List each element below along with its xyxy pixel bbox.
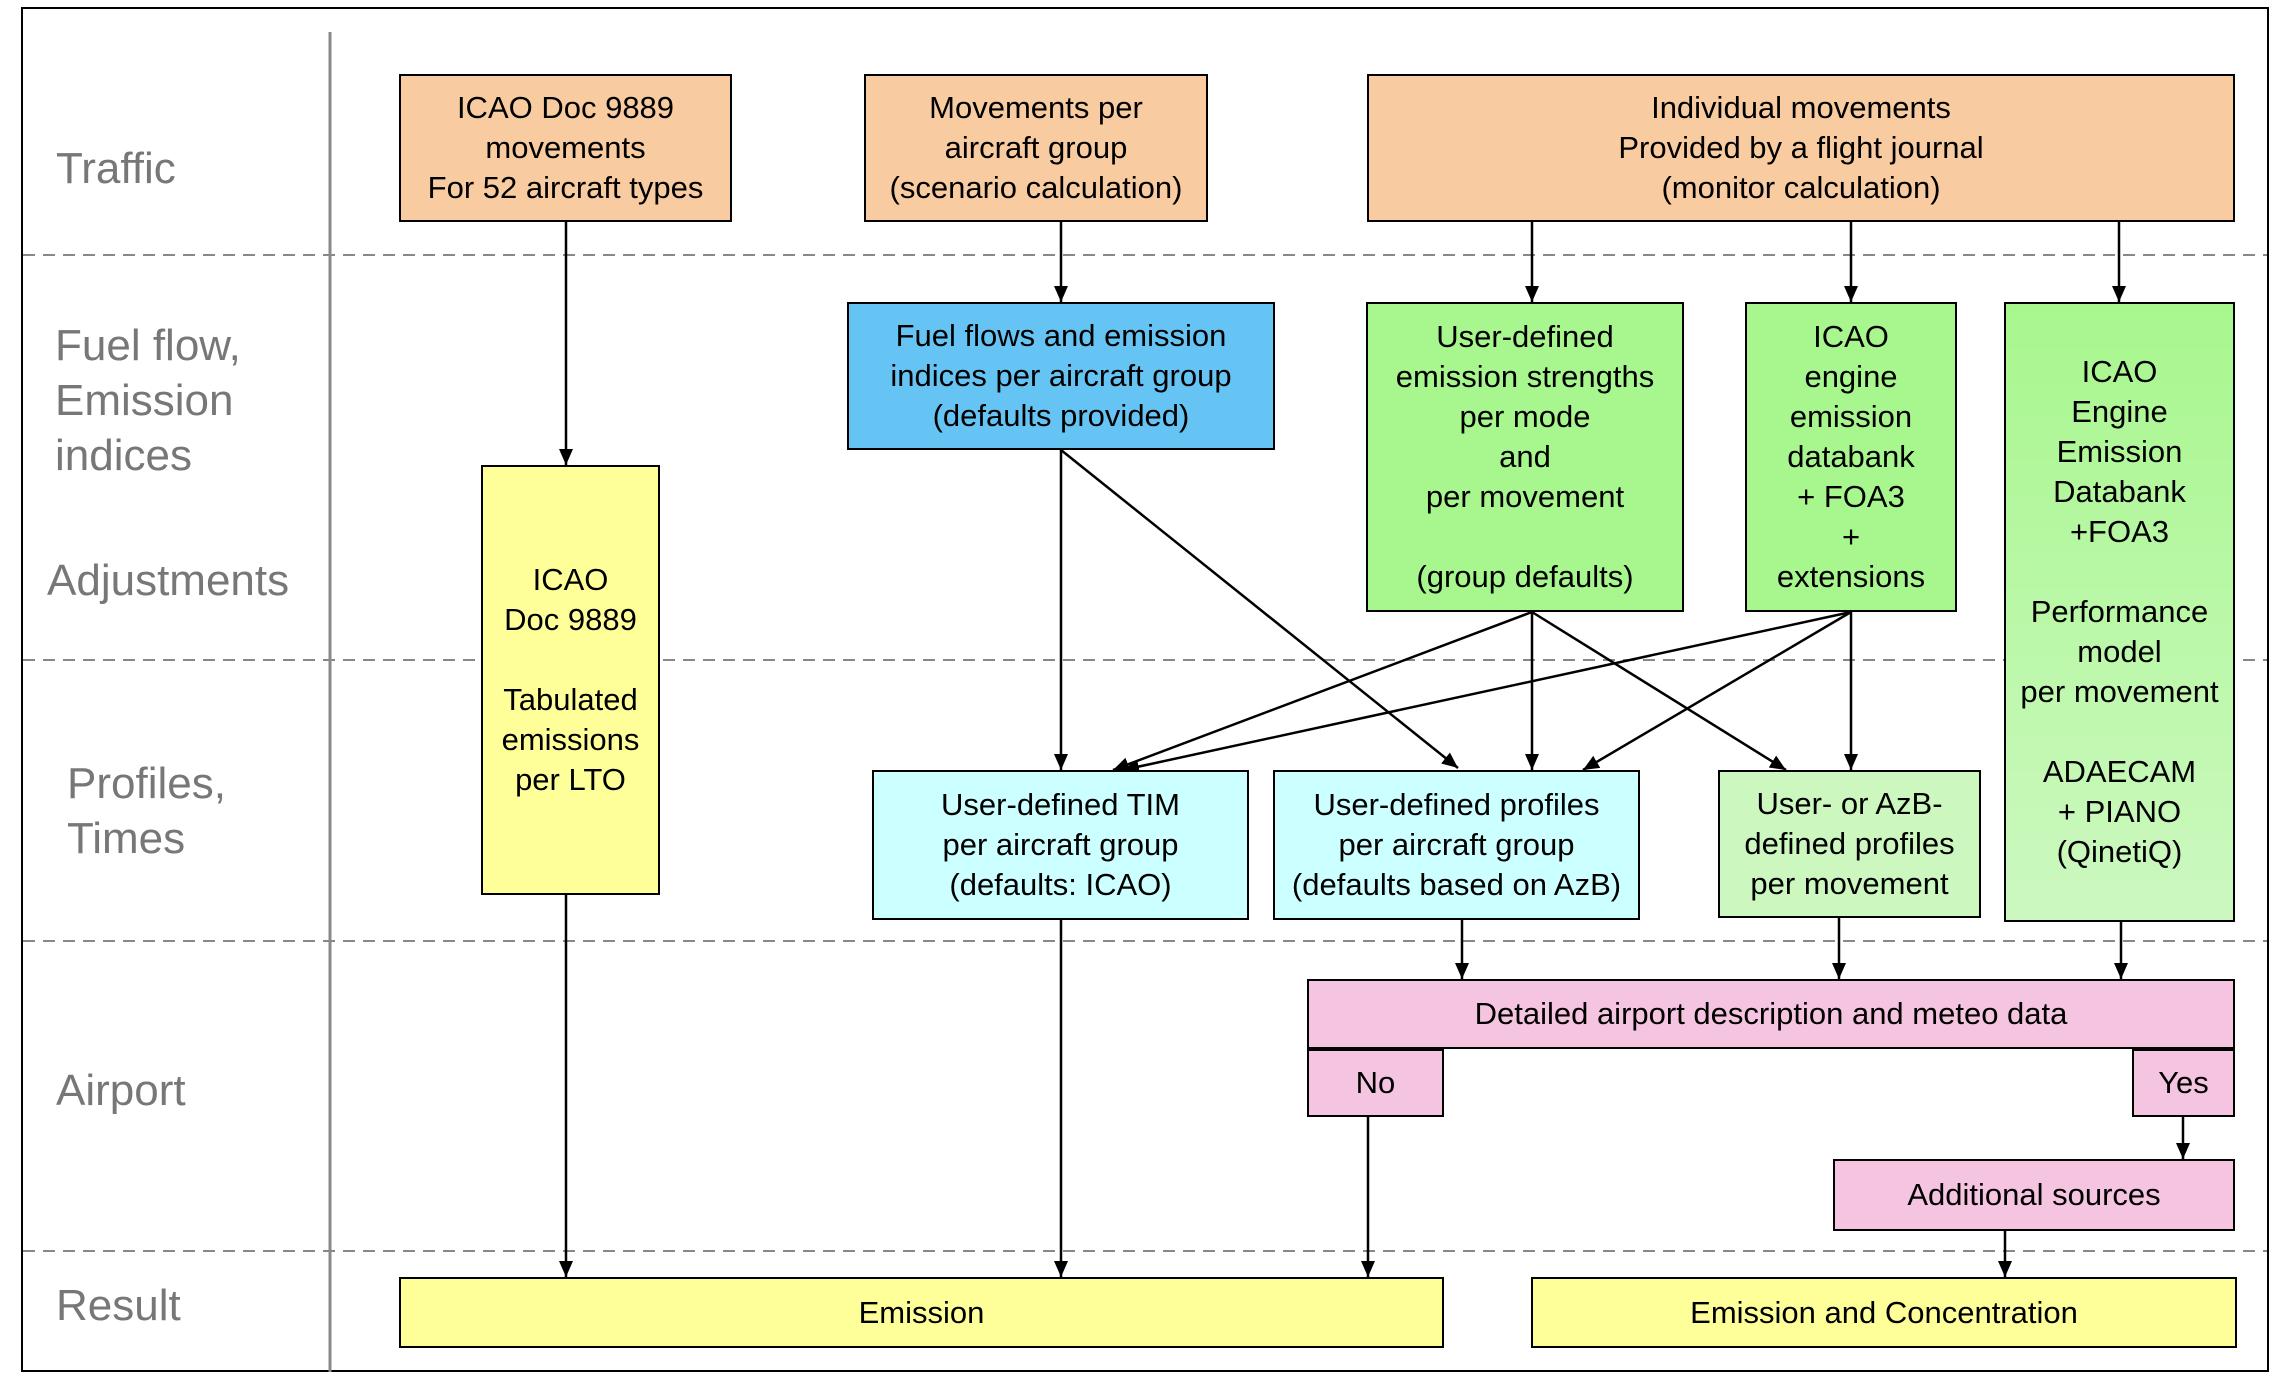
arrow — [1582, 610, 1852, 772]
icao-tabulated-emissions-box: ICAO Doc 9889 Tabulated emissions per LT… — [481, 465, 660, 895]
lane-label-result: Result — [56, 1281, 181, 1330]
icao-engine-databank-extensions-box: ICAO engine emission databank + FOA3 + e… — [1745, 302, 1957, 612]
emission-result-box: Emission — [399, 1277, 1444, 1348]
emission-concentration-result-box: Emission and Concentration — [1531, 1277, 2237, 1348]
user-defined-tim-box: User-defined TIM per aircraft group (def… — [872, 770, 1249, 920]
lane-dividers — [23, 254, 2267, 1252]
lane-label-fuel-flow: Fuel flow, Emission indices — [55, 321, 241, 480]
lane-label-traffic: Traffic — [56, 144, 176, 193]
arrow — [1122, 610, 1852, 774]
lane-label-airport: Airport — [56, 1066, 186, 1115]
user-defined-profiles-box: User-defined profiles per aircraft group… — [1273, 770, 1640, 920]
icao-engine-performance-box: ICAO Engine Emission Databank +FOA3 Perf… — [2004, 302, 2235, 922]
arrow — [1112, 610, 1533, 772]
arrow — [1060, 449, 1459, 769]
lane-label-profiles: Profiles, Times — [67, 759, 226, 863]
arrow — [1531, 610, 1787, 772]
individual-movements-box: Individual movements Provided by a fligh… — [1367, 74, 2235, 222]
yes-box: Yes — [2132, 1049, 2235, 1117]
no-box: No — [1307, 1049, 1444, 1117]
airport-description-box: Detailed airport description and meteo d… — [1307, 979, 2235, 1049]
user-emission-strengths-box: User-defined emission strengths per mode… — [1366, 302, 1684, 612]
azb-profiles-box: User- or AzB- defined profiles per movem… — [1718, 770, 1981, 918]
arrows — [559, 222, 2190, 1277]
movements-per-group-box: Movements per aircraft group (scenario c… — [864, 74, 1208, 222]
additional-sources-box: Additional sources — [1833, 1159, 2235, 1231]
lane-label-adjustments: Adjustments — [47, 556, 290, 605]
icao-movements-box: ICAO Doc 9889 movements For 52 aircraft … — [399, 74, 732, 222]
fuel-flows-box: Fuel flows and emission indices per airc… — [847, 302, 1275, 450]
diagram-frame — [21, 7, 2269, 1372]
